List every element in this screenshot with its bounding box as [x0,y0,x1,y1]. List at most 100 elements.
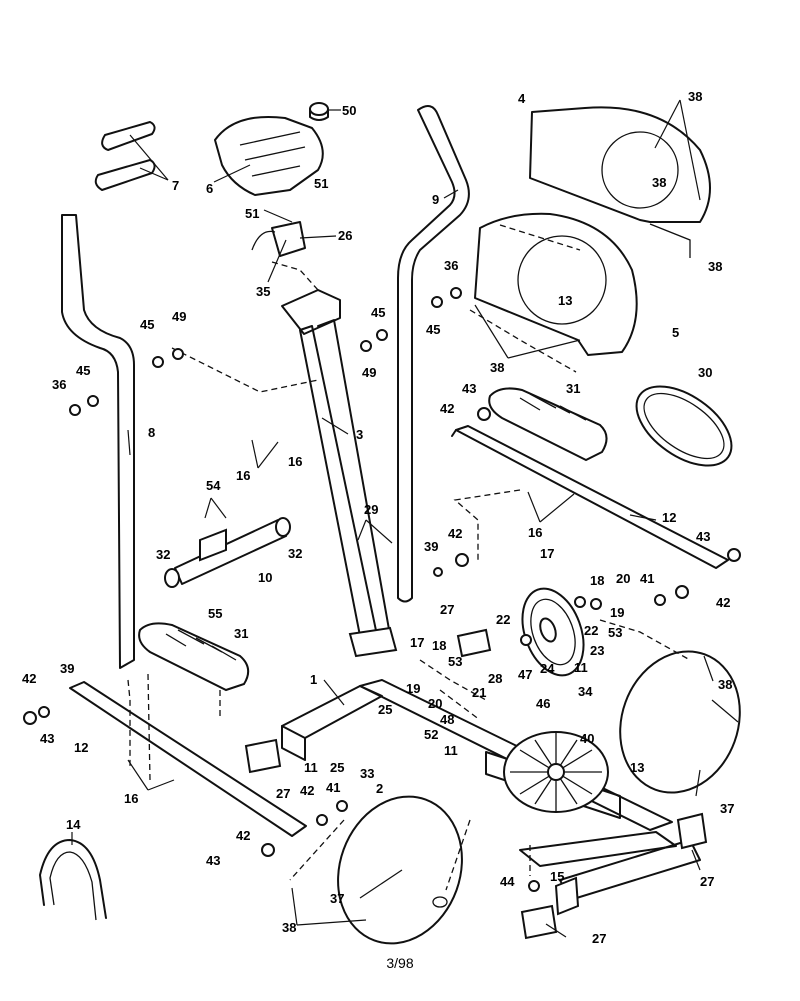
callout-38: 38 [490,360,504,375]
pivot-tube-part-10 [164,517,291,588]
callout-42: 42 [22,671,36,686]
drive-belt-part-30 [635,385,733,467]
callout-33: 33 [360,766,374,781]
callout-52: 52 [424,727,438,742]
callout-53: 53 [608,625,622,640]
callout-42: 42 [448,526,462,541]
callout-45: 45 [426,322,440,337]
right-pedal-part-31 [488,387,608,462]
callout-16: 16 [236,468,250,483]
callout-27: 27 [592,931,606,946]
callout-17: 17 [540,546,554,561]
callout-42: 42 [236,828,250,843]
callout-27: 27 [440,602,454,617]
callout-39: 39 [424,539,438,554]
callout-46: 46 [536,696,550,711]
callout-16: 16 [528,525,542,540]
callout-24: 24 [540,661,555,676]
callout-18: 18 [590,573,604,588]
callout-leaders [71,99,739,938]
callout-32: 32 [156,547,170,562]
callout-21: 21 [472,685,486,700]
callout-38: 38 [718,677,732,692]
callout-11: 11 [304,760,318,775]
callout-45: 45 [76,363,90,378]
callout-10: 10 [258,570,272,585]
callout-37: 37 [720,801,734,816]
callout-40: 40 [580,731,594,746]
callout-19: 19 [610,605,624,620]
knob-part-50 [309,102,329,121]
callout-28: 28 [488,671,502,686]
callout-8: 8 [148,425,155,440]
callout-22: 22 [584,623,598,638]
callout-55: 55 [208,606,222,621]
callout-27: 27 [276,786,290,801]
callout-16: 16 [124,791,138,806]
callout-7: 7 [172,178,179,193]
callout-38: 38 [688,89,702,104]
left-handlebar-part-8 [61,214,135,669]
left-side-cover-part-37 [337,795,463,945]
callout-13: 13 [630,760,644,775]
left-pedal-part-31 [138,622,250,692]
callout-22: 22 [496,612,510,627]
callout-31: 31 [234,626,248,641]
callout-39: 39 [60,661,74,676]
handgrip-part-7 [94,121,156,191]
callout-17: 17 [410,635,424,650]
callout-49: 49 [362,365,376,380]
callout-11: 11 [444,743,458,758]
callout-4: 4 [518,91,526,106]
callout-16: 16 [288,454,302,469]
callout-14: 14 [66,817,81,832]
callout-47: 47 [518,667,532,682]
callout-42: 42 [440,401,454,416]
callout-30: 30 [698,365,712,380]
rear-shroud-part-4 [529,106,711,258]
callout-13: 13 [558,293,572,308]
callout-53: 53 [448,654,462,669]
callout-50: 50 [342,103,356,118]
left-pedal-arm-part-12 [69,681,307,837]
callout-3: 3 [356,427,363,442]
callout-34: 34 [578,684,593,699]
callout-26: 26 [338,228,352,243]
callout-38: 38 [708,259,722,274]
callout-2: 2 [376,781,383,796]
callout-32: 32 [288,546,302,561]
front-shroud-part-5 [474,212,638,356]
callout-11: 11 [574,660,588,675]
right-pedal-arm-part-12 [451,425,729,569]
callout-51: 51 [314,176,328,191]
callout-labels: 50 6 7 51 51 26 35 9 4 38 38 38 36 45 45… [22,89,734,946]
callout-31: 31 [566,381,580,396]
callout-41: 41 [640,571,654,586]
callout-54: 54 [206,478,221,493]
callout-36: 36 [52,377,66,392]
pulley-part-23 [521,587,585,677]
callout-45: 45 [371,305,385,320]
callout-6: 6 [206,181,213,196]
callout-12: 12 [662,510,676,525]
callout-43: 43 [462,381,476,396]
callout-23: 23 [590,643,604,658]
base-frame-part-1 [244,628,708,940]
u-bracket-part-14 [39,839,107,921]
callout-25: 25 [378,702,392,717]
callout-42: 42 [300,783,314,798]
callout-44: 44 [500,874,515,889]
console-part-6 [214,116,324,196]
callout-9: 9 [432,192,439,207]
callout-15: 15 [550,869,564,884]
callout-18: 18 [432,638,446,653]
callout-42: 42 [716,595,730,610]
callout-51: 51 [245,206,259,221]
callout-20: 20 [428,696,442,711]
callout-45: 45 [140,317,154,332]
callout-25: 25 [330,760,344,775]
hardware-fasteners [23,287,741,892]
callout-43: 43 [40,731,54,746]
flywheel-assembly [485,731,621,819]
